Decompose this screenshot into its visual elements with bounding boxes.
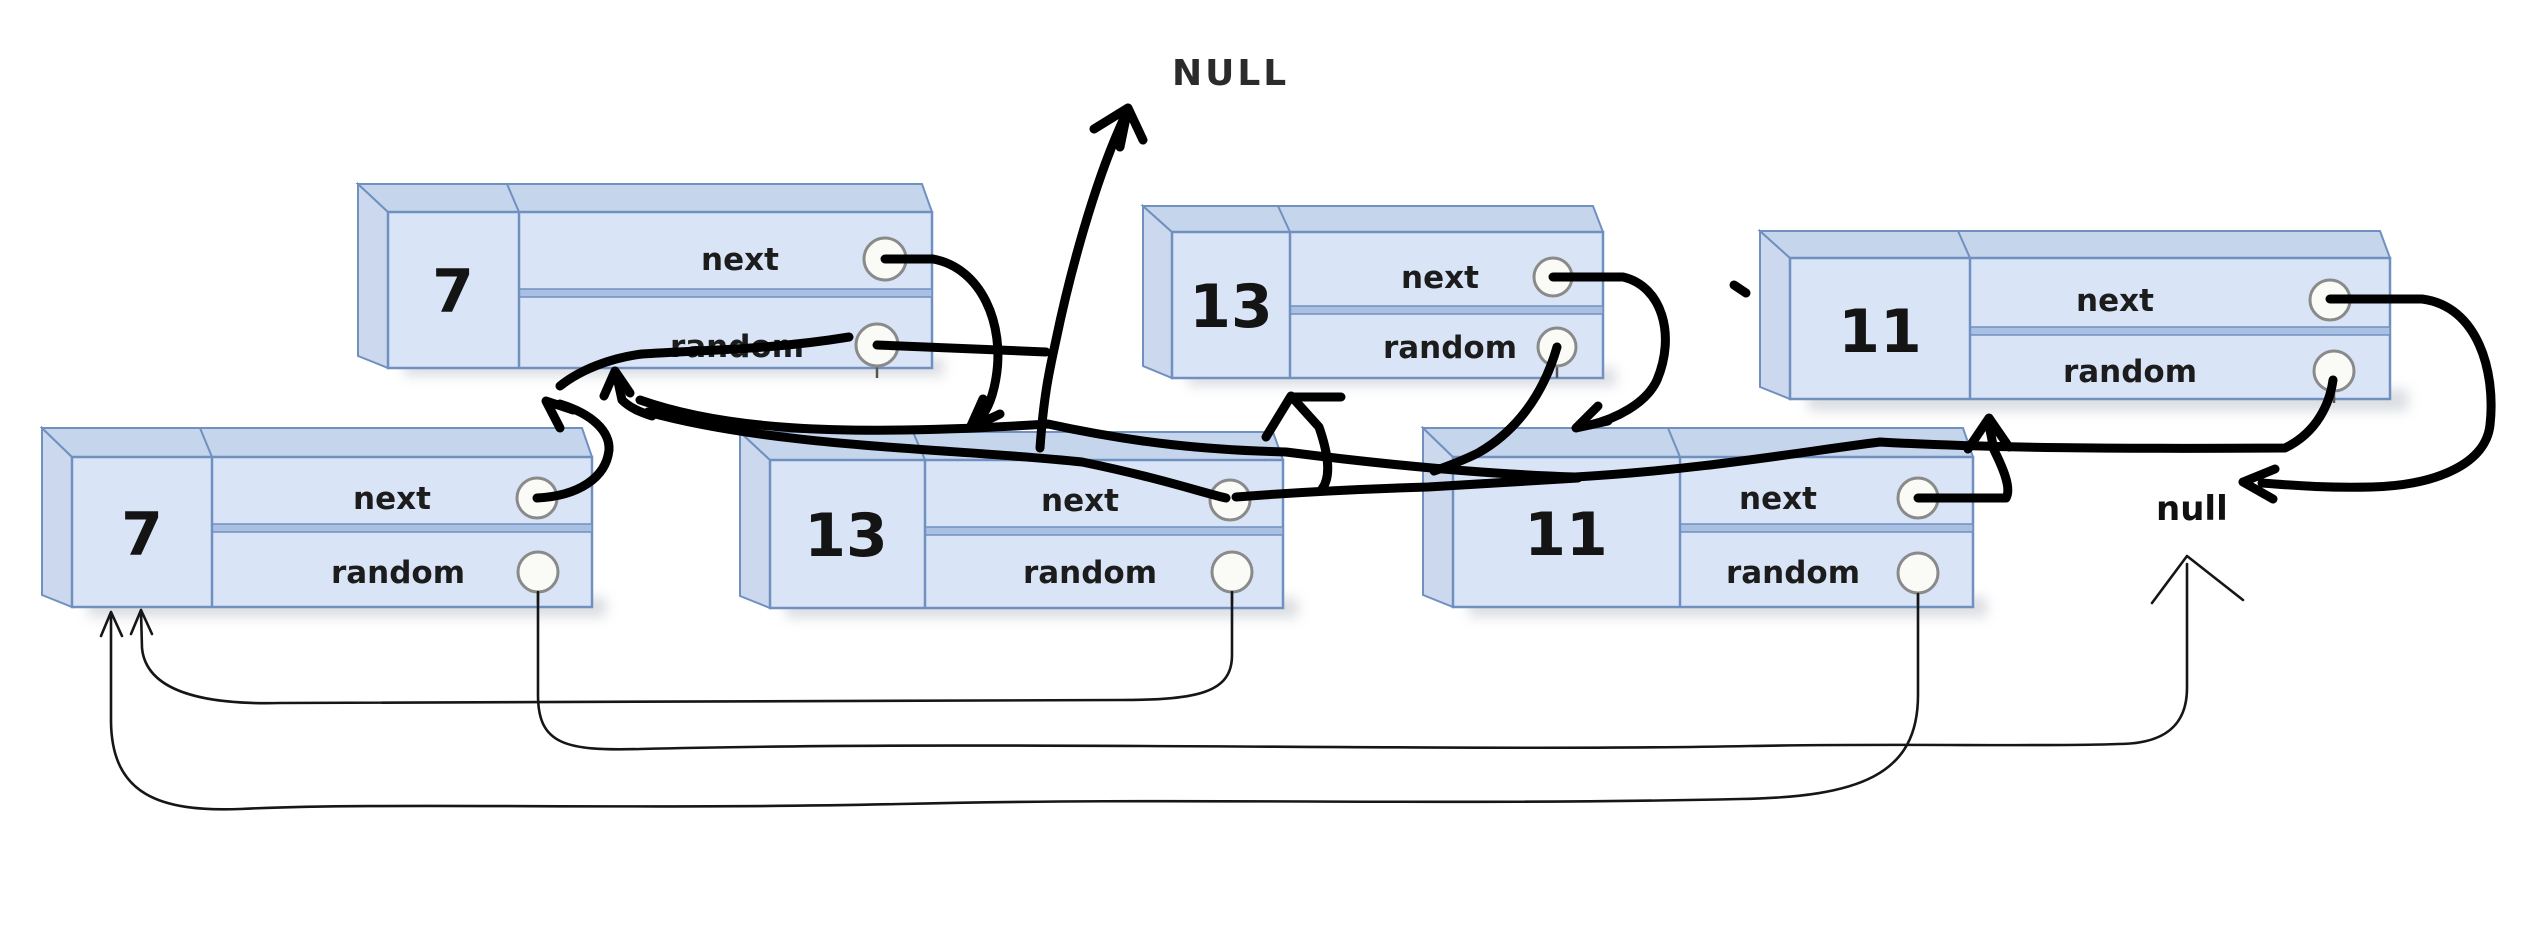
arrow-bottom7-random-to-null [536,554,2245,751]
label-NULL: NULL [1172,53,1289,94]
arrow-to-NULL [1035,103,1148,453]
arrowhead-up-bottom13 [1261,391,1346,494]
random-label: random [2063,354,2197,390]
arrow-top11-next-to-null [2238,294,2496,504]
stray-mark [1729,280,1751,298]
stroke-long-run-lower [643,407,1583,503]
stroke-random-strikethrough [555,332,854,391]
node-box-top-13: 13 next random [1140,203,1605,380]
node-value: 11 [1524,500,1608,570]
random-label: random [1726,555,1860,591]
box-left-face [739,429,771,610]
box-left-face [1422,425,1454,609]
node-box-bottom-13: 13 next random [737,429,1285,610]
box-top-face [1140,205,1605,233]
node-box-bottom-7: 7 next random [39,425,594,609]
field-row-divider [1289,305,1604,315]
box-top-face [355,183,934,213]
field-row-divider [518,288,933,298]
next-label: next [1739,481,1817,517]
stroke-top13-random-down [1429,342,1562,476]
box-top-divider [199,427,213,458]
arrow-bottom11-random-to-bottom7 [99,592,1920,811]
field-row-divider [211,523,593,533]
box-top-face [39,427,594,458]
node-value: 11 [1838,297,1922,367]
thin-pointer-lines [99,554,2245,811]
random-label: random [1383,330,1517,366]
box-top-divider [1667,427,1681,458]
node-box-bottom-11: 11 next random [1420,425,1975,609]
node-value: 7 [432,257,474,327]
box-top-divider [1277,205,1291,233]
random-pointer-circle [1210,550,1254,594]
next-label: next [353,481,431,517]
random-label: random [331,555,465,591]
box-top-face [1757,230,2392,259]
node-value: 13 [804,501,888,571]
node-value: 7 [121,500,163,570]
field-row-divider [1969,326,2391,336]
box-top-divider [506,183,520,213]
field-row-divider [924,526,1284,536]
random-label: random [1023,555,1157,591]
random-pointer-circle [516,550,560,594]
node-boxes: 7 next random 13 next random 11 next random 7 next… [39,181,2392,610]
next-label: next [1401,260,1479,296]
marker-strokes [532,103,2496,504]
box-left-face [1142,203,1173,380]
arrow-bottom11-next-up [1913,413,2014,503]
arrow-top7-random-junction [872,340,1051,357]
label-null: null [2156,489,2228,529]
box-left-face [1759,228,1791,401]
box-front-face [1170,230,1605,380]
box-top-divider [1957,230,1971,259]
next-label: next [1041,483,1119,519]
next-label: next [2076,283,2154,319]
next-label: next [701,242,779,278]
arrow-top13-next-down [1548,272,1670,433]
box-left-face [41,425,73,609]
box-left-face [357,181,389,370]
field-row-divider [1679,523,1974,533]
node-box-top-11: 11 next random [1757,228,2392,403]
arrow-stub-up [599,366,657,421]
arrow-bottom13-random-to-bottom7 [129,590,1234,705]
node-value: 13 [1189,272,1273,342]
random-pointer-circle [1896,551,1940,595]
arrow-bottom7-next-up [532,396,614,503]
